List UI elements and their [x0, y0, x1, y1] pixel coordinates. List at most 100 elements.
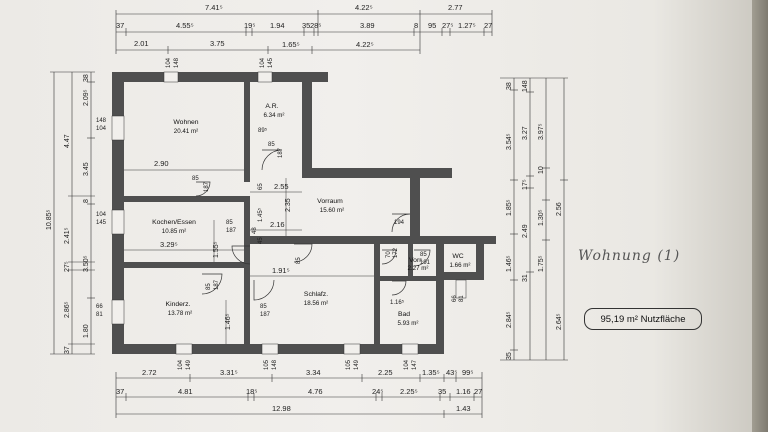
left-dim-c3-1: 2.09⁵: [83, 89, 90, 106]
bot-dim-r2-3: 4.76: [308, 387, 323, 396]
room-vorr-area: 2.27 m²: [408, 265, 429, 272]
top-dim-r3-1: 3.75: [210, 39, 225, 48]
wall-top-left: [112, 72, 328, 82]
bot-dim-r1-4: 1.35⁵: [422, 368, 440, 377]
wall-vorraum-top: [302, 168, 452, 178]
door-kinderz: [201, 273, 223, 295]
win-bot-5: 149: [354, 359, 360, 370]
top-dim-1: 7.41⁵: [205, 3, 223, 12]
room-wc-name: WC: [452, 253, 463, 260]
left-dim-c3-2: 3.45: [83, 162, 90, 176]
door-lbl-2: 85: [192, 176, 199, 182]
room-kinderz-name: Kinderz.: [166, 301, 191, 308]
top-dim-r3-3: 4.22⁵: [356, 40, 374, 49]
door-wohnen: [195, 181, 211, 197]
left-dim-c2-0: 4.47: [64, 134, 71, 148]
top-dim-r2-3: 1.94: [270, 21, 285, 30]
right-dim-c3-2: 1.30⁵: [538, 209, 545, 226]
wall-bad-right: [436, 244, 444, 354]
top-dim-r2-5: 28⁵: [310, 21, 321, 30]
door-lbl-3: 187: [204, 181, 210, 192]
left-dim-c2-1: 2.41⁵: [64, 227, 71, 244]
room-vorraum-name: Vorraum: [317, 198, 343, 205]
room-vorraum-area: 15.60 m²: [320, 207, 344, 214]
left-dim-c3-4: 3.50⁵: [83, 255, 90, 272]
door-vorr: [381, 249, 397, 265]
room-wohnen-area: 20.41 m²: [174, 128, 198, 135]
misc-2: 2.55: [274, 182, 289, 191]
right-dim-c1-0: 38: [506, 82, 513, 90]
left-dim-c4-3: 145: [96, 220, 107, 226]
misc-12: 48: [252, 227, 258, 234]
room-schlafz-area: 18.56 m²: [304, 300, 328, 307]
wall-vorraum-right: [410, 178, 420, 236]
door-lbl-17: 81: [459, 295, 465, 302]
top-dim-r2-11: 27: [484, 21, 492, 30]
door-lbl-0: 85: [268, 142, 275, 148]
win-top-0: 104: [166, 57, 172, 68]
room-bad-area: 5.93 m²: [398, 320, 419, 327]
bot-dim-r3-1: 1.43: [456, 404, 471, 413]
misc-5: 3.29⁵: [160, 240, 178, 249]
windows: [111, 71, 467, 355]
top-dim-r2-6: 3.89: [360, 21, 375, 30]
bot-dim-r1-6: 99⁵: [462, 368, 473, 377]
misc-0: 89⁵: [258, 127, 268, 134]
right-dim-c3-0: 3.97⁵: [538, 123, 545, 140]
top-dim-r3-2: 1.65⁵: [282, 40, 300, 49]
wall-wc-right: [476, 236, 484, 280]
bot-dim-r2-4: 24⁵: [372, 387, 383, 396]
top-dim-r2-2: 19⁵: [244, 21, 255, 30]
top-dim-r2-8: 95: [428, 21, 436, 30]
right-dim-c3-3: 1.75⁵: [538, 255, 545, 272]
left-dim-c3-5: 1.80: [83, 324, 90, 338]
top-dim-r2-9: 27⁵: [442, 21, 453, 30]
top-dim-r2-10: 1.27⁵: [458, 21, 476, 30]
right-dimension-lines: [500, 77, 568, 361]
win-bot-2: 105: [264, 359, 270, 370]
left-dim-c3-0: 38: [83, 74, 90, 82]
door-lbl-13: 172: [393, 247, 399, 258]
win-top-1: 148: [174, 57, 180, 68]
bot-dim-r1-5: 43⁵: [446, 368, 457, 377]
paper-edge: [752, 0, 768, 432]
room-wohnen-name: Wohnen: [173, 119, 198, 126]
wall-center-vertical: [244, 196, 250, 344]
interior-dimension-lines: [124, 169, 374, 344]
win-top-2: 104: [260, 57, 266, 68]
top-dim-r2-4: 35: [302, 21, 310, 30]
top-dimension-lines: [115, 10, 493, 54]
bot-dim-r2-5: 2.25⁵: [400, 387, 418, 396]
misc-8: 1.46⁵: [225, 313, 232, 330]
win-bot-1: 149: [186, 359, 192, 370]
door-kochen: [231, 245, 251, 265]
win-top-3: 145: [268, 57, 274, 68]
wall-wohnen-bottom: [124, 196, 250, 202]
misc-13: 45: [258, 237, 264, 244]
misc-3: 2.35: [285, 198, 292, 212]
right-dim-c2-1: 3.27: [522, 126, 529, 140]
top-dim-2: 4.22⁵: [355, 3, 373, 12]
misc-10: 65: [258, 183, 264, 190]
door-vorraum-schlafz: [293, 243, 313, 263]
win-bot-4: 105: [346, 359, 352, 370]
right-dim-c1-1: 3.54⁵: [506, 133, 513, 150]
right-dim-c3-1: 10: [538, 166, 545, 174]
left-dim-outer: 10.85⁵: [46, 209, 53, 230]
wall-wc-bottom: [444, 272, 482, 280]
door-lbl-1: 187: [278, 147, 284, 158]
door-lbl-15: 191: [420, 260, 431, 266]
left-dim-c2-4: 37: [64, 346, 71, 354]
wall-schlafz-right: [374, 244, 380, 344]
room-kinderz-area: 13.78 m²: [168, 310, 192, 317]
right-dim-c4-0: 2.56: [556, 202, 563, 216]
top-dim-r2-0: 37: [116, 21, 124, 30]
win-bot-7: 147: [412, 359, 418, 370]
wall-bad-top: [380, 276, 436, 281]
door-lbl-8: 85: [260, 304, 267, 310]
door-lbl-5: 187: [226, 228, 237, 234]
bot-dim-r2-1: 4.81: [178, 387, 193, 396]
right-dim-c2-2: 17⁵: [522, 179, 529, 190]
left-dim-c2-3: 2.86⁵: [64, 301, 71, 318]
top-dim-r3-0: 2.01: [134, 39, 149, 48]
